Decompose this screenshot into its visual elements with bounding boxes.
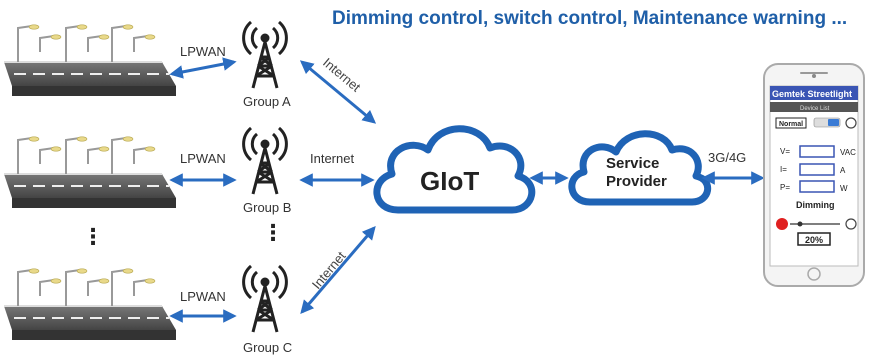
phone-row-v-label: V= [780,147,790,156]
phone-row-p-unit: W [840,184,848,193]
phone-lamp-icon-1 [845,117,857,129]
cell-tower-icon-a [242,20,288,90]
tower-ellipsis: ⋮ [262,220,284,245]
phone-sub-bar: Device List [800,106,830,112]
cloud-giot-label: GIoT [420,166,479,196]
phone-row-v-unit: VAC [840,148,856,157]
phone-mode-button[interactable] [775,117,807,129]
lpwan-arrow-a [169,57,237,79]
internet-arrow-c [300,225,376,315]
phone-dimming-value-box [797,232,831,246]
group-label-c: Group C [243,340,292,355]
lpwan-label-b: LPWAN [180,151,226,166]
phone-row-i-unit: A [840,166,846,175]
internet-label-b: Internet [310,151,354,166]
streetlight-road-icon-b [3,135,177,209]
lpwan-label-c: LPWAN [180,289,226,304]
cell-tower-icon-c [242,264,288,334]
headline: Dimming control, switch control, Mainten… [332,8,847,29]
group-label-b: Group B [243,200,291,215]
phone-dimming-value: 20% [805,235,823,245]
phone-lamp-icon-2 [845,218,857,230]
phone-row-i-label: I= [780,165,787,174]
lpwan-label-a: LPWAN [180,44,226,59]
cloud-icon-service-provider [568,130,711,206]
road-ellipsis: ⋮ [82,224,104,249]
phone-row-i-value [799,163,835,176]
group-label-a: Group A [243,94,291,109]
phone-dimming-label: Dimming [796,200,835,210]
internet-label-c: Internet [309,248,349,292]
cloud-icon-giot [373,125,536,214]
phone-row-p-label: P= [780,183,790,192]
phone-row-p-value [799,180,835,193]
smartphone-icon: Gemtek Streetlight Device List Normal V=… [763,63,865,287]
service-provider-line1: Service [606,155,659,172]
streetlight-road-icon-c [3,267,177,341]
internet-label-a: Internet [320,55,364,95]
phone-mode-label: Normal [779,121,803,128]
mobile-network-label: 3G/4G [708,150,746,165]
phone-power-button[interactable] [776,218,788,230]
service-provider-line2: Provider [606,173,667,190]
phone-row-v-value [799,145,835,158]
phone-app-title: Gemtek Streetlight [772,89,852,99]
streetlight-road-icon-a [3,23,177,97]
internet-arrow-a [299,60,377,124]
cell-tower-icon-b [242,126,288,196]
